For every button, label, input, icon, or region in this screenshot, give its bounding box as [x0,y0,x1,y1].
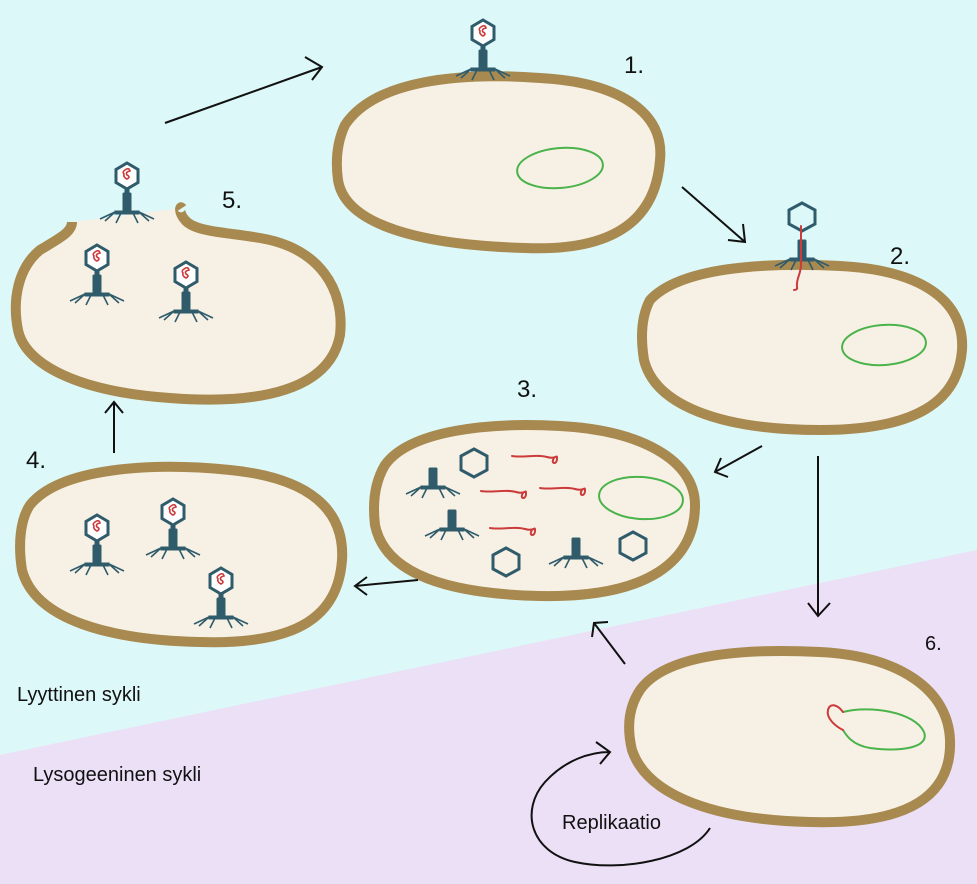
lysogenic-cycle-label: Lysogeeninen sykli [33,764,201,786]
arrow-icon [807,456,831,618]
stage-4-label: 4. [26,447,46,474]
stage-2-cell [637,201,968,436]
stage-2-label: 2. [890,243,910,270]
bacterial-dna [841,323,927,367]
bacterial-dna [516,146,604,190]
stage-3-label: 3. [517,376,537,403]
lytic-cycle-label: Lyyttinen sykli [17,684,141,706]
phage-dna [793,225,802,291]
stage-4-cell [15,461,348,648]
arrow-icon [353,576,419,596]
bacterial-dna [842,708,926,751]
bacterial-dna [598,475,684,521]
stage-6-label: 6. [925,633,942,655]
stage-6-cell [624,646,956,828]
stage-5-cell [10,161,346,405]
curved-arrow-icon [530,741,711,867]
replication-label: Replikaatio [562,812,661,834]
stage-5-label: 5. [222,187,242,214]
integrated-phage-dna [826,704,844,731]
arrow-icon [713,445,763,478]
arrow-icon [681,186,747,244]
stage-1-label: 1. [624,52,644,79]
arrow-icon [164,56,324,124]
arrow-icon [104,400,124,453]
arrow-icon [591,621,626,665]
stage-3-cell [369,420,701,602]
stage-1-cell [331,18,666,254]
